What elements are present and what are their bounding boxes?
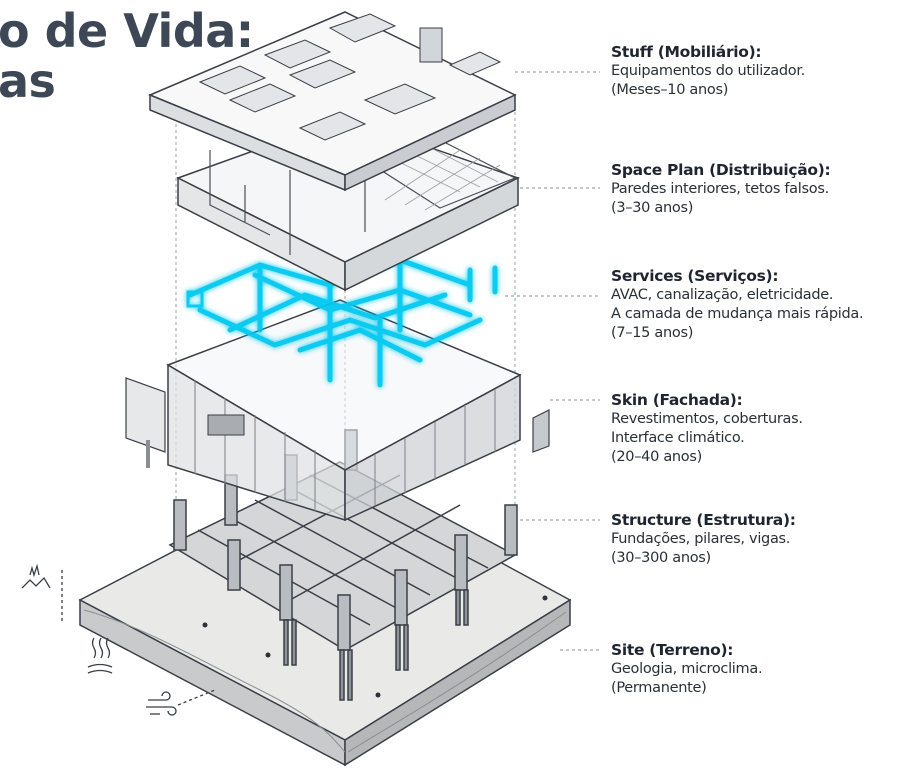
layer-label-skin: Skin (Fachada): Revestimentos, cobertura… (611, 390, 901, 467)
foundation-piles (283, 589, 469, 701)
layer-desc: Equipamentos do utilizador. (611, 63, 805, 79)
stuff-layer (148, 11, 517, 192)
skin-layer (125, 299, 550, 522)
page-title: o de Vida: as (0, 6, 254, 106)
layer-desc: AVAC, canalização, eletricidade. (611, 287, 834, 303)
layer-desc: Paredes interiores, tetos falsos. (611, 181, 829, 197)
furniture (198, 13, 502, 141)
layer-desc: Revestimentos, coberturas. (611, 411, 803, 427)
layer-label-site: Site (Terreno): Geologia, microclima. (P… (611, 640, 901, 698)
title-line-1: o de Vida: (0, 4, 254, 58)
heat-waves-icon (87, 637, 113, 674)
seismic-icon (21, 563, 63, 622)
layer-heading: Stuff (Mobiliário): (611, 43, 762, 61)
layer-lifespan: (3–30 anos) (611, 200, 694, 216)
layer-label-services: Services (Serviços): AVAC, canalização, … (611, 266, 901, 343)
layer-lifespan: (Meses–10 anos) (611, 82, 729, 98)
structure-layer (168, 429, 518, 701)
wind-icon (146, 689, 216, 716)
layer-heading: Skin (Fachada): (611, 391, 743, 409)
layer-heading: Structure (Estrutura): (611, 511, 796, 529)
layer-lifespan: (30–300 anos) (611, 550, 711, 566)
layer-desc: Interface climático. (611, 430, 745, 446)
services-layer (186, 257, 498, 388)
layer-label-space-plan: Space Plan (Distribuição): Paredes inter… (611, 160, 901, 218)
layer-label-stuff: Stuff (Mobiliário): Equipamentos do util… (611, 42, 901, 100)
layer-heading: Services (Serviços): (611, 267, 779, 285)
layer-lifespan: (20–40 anos) (611, 449, 702, 465)
layer-desc: A camada de mudança mais rápida. (611, 306, 864, 322)
layer-lifespan: (Permanente) (611, 680, 707, 696)
layer-desc: Geologia, microclima. (611, 661, 763, 677)
layer-label-structure: Structure (Estrutura): Fundações, pilare… (611, 510, 901, 568)
layer-desc: Fundações, pilares, vigas. (611, 531, 791, 547)
title-line-2: as (0, 54, 56, 108)
layer-heading: Site (Terreno): (611, 641, 734, 659)
layer-heading: Space Plan (Distribuição): (611, 161, 831, 179)
leader-lines (505, 71, 600, 651)
layer-lifespan: (7–15 anos) (611, 325, 694, 341)
